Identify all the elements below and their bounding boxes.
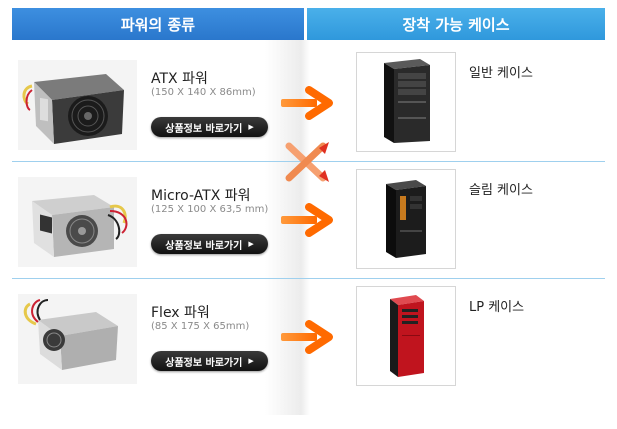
incompatible-x-icon: [285, 142, 329, 182]
atx-psu-image: [18, 60, 137, 150]
case-name: 일반 케이스: [469, 66, 533, 81]
button-label: 상품정보 바로가기: [165, 123, 243, 135]
case-name: LP 케이스: [469, 300, 525, 315]
chevron-right-icon: ▶: [248, 123, 254, 131]
row-atx: ATX 파워 (150 X 140 X 86mm) 상품정보 바로가기 ▶ 일반 …: [12, 46, 605, 162]
button-label: 상품정보 바로가기: [165, 240, 243, 252]
flex-product-info-button[interactable]: 상품정보 바로가기 ▶: [151, 351, 268, 371]
orange-right-arrow-icon: [281, 86, 333, 120]
psu-name: Flex 파워: [151, 305, 210, 321]
psu-dimensions: (125 X 100 X 63,5 mm): [151, 204, 269, 215]
psu-name: ATX 파워: [151, 71, 208, 87]
chevron-right-icon: ▶: [248, 240, 254, 248]
psu-dimensions: (85 X 175 X 65mm): [151, 321, 250, 332]
orange-right-arrow-icon: [281, 320, 333, 354]
slim-case-image: [356, 169, 456, 269]
psu-name: Micro-ATX 파워: [151, 188, 251, 204]
chevron-right-icon: ▶: [248, 357, 254, 365]
header-psu-types: 파워의 종류: [12, 8, 304, 40]
orange-right-arrow-icon: [281, 203, 333, 237]
row-flex: Flex 파워 (85 X 175 X 65mm) 상품정보 바로가기 ▶ LP …: [12, 280, 605, 396]
header-compatible-cases: 장착 가능 케이스: [307, 8, 605, 40]
case-name: 슬림 케이스: [469, 183, 533, 198]
row-micro-atx: Micro-ATX 파워 (125 X 100 X 63,5 mm) 상품정보 …: [12, 163, 605, 279]
button-label: 상품정보 바로가기: [165, 357, 243, 369]
micro-atx-product-info-button[interactable]: 상품정보 바로가기 ▶: [151, 234, 268, 254]
micro-atx-psu-image: [18, 177, 137, 267]
psu-dimensions: (150 X 140 X 86mm): [151, 87, 256, 98]
lp-case-image: [356, 286, 456, 386]
row-separator: [12, 278, 605, 279]
standard-case-image: [356, 52, 456, 152]
atx-product-info-button[interactable]: 상품정보 바로가기 ▶: [151, 117, 268, 137]
flex-psu-image: [18, 294, 137, 384]
